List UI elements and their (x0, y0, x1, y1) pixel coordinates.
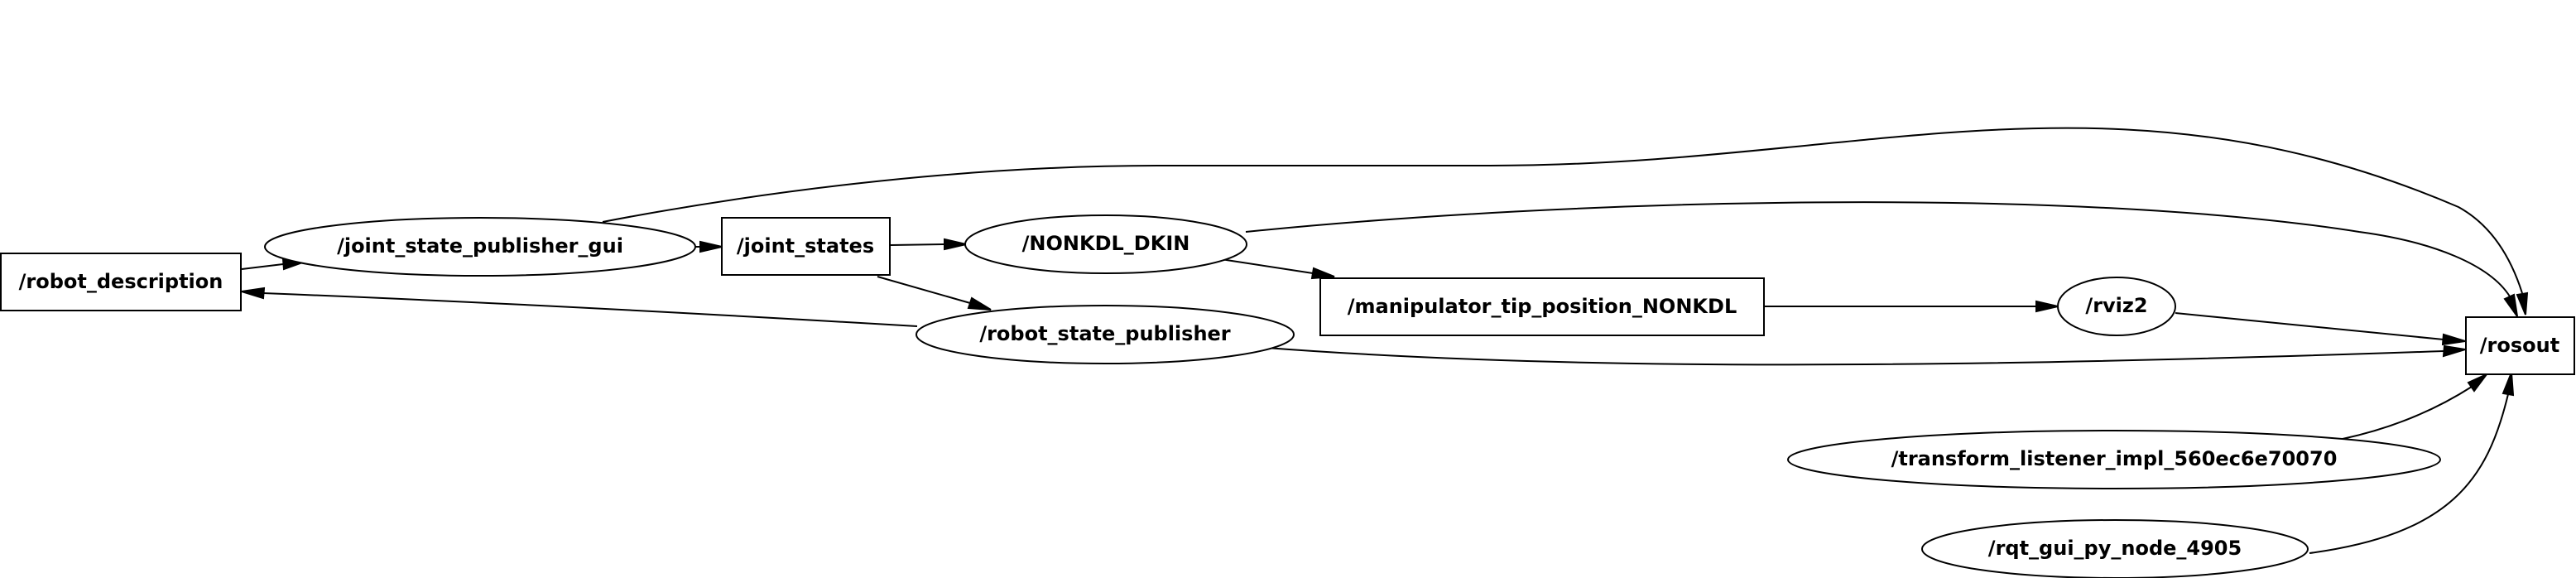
node-rviz2[interactable]: /rviz2 (2057, 277, 2176, 336)
node-joint_states[interactable]: /joint_states (721, 217, 891, 276)
edge-NONKDL_DKIN-to-rosout[interactable] (1245, 201, 2518, 317)
node-manipulator_tip_position_NONKDL[interactable]: /manipulator_tip_position_NONKDL (1319, 277, 1765, 336)
edge-NONKDL_DKIN-to-manipulator_tip_position_NONKDL[interactable] (1220, 258, 1335, 280)
node-robot_state_publisher[interactable]: /robot_state_publisher (916, 305, 1295, 364)
edge-robot_state_publisher-to-robot_description[interactable] (241, 287, 918, 327)
edge-joint_state_publisher_gui-to-rosout[interactable] (602, 127, 2529, 315)
edge-robot_state_publisher-to-rosout[interactable] (1266, 344, 2466, 366)
graph-edges (241, 127, 2529, 554)
edge-rqt_gui_py_node-to-rosout[interactable] (2309, 372, 2515, 554)
node-manipulator_tip_position_NONKDL-label: /manipulator_tip_position_NONKDL (1348, 295, 1737, 318)
node-NONKDL_DKIN[interactable]: /NONKDL_DKIN (964, 214, 1247, 274)
node-joint_state_publisher_gui-label: /joint_state_publisher_gui (337, 234, 623, 258)
node-rqt_gui_py_node[interactable]: /rqt_gui_py_node_4905 (1921, 519, 2309, 578)
node-robot_state_publisher-label: /robot_state_publisher (979, 322, 1230, 345)
edge-manipulator_tip_position_NONKDL-to-rviz2[interactable] (1764, 300, 2059, 313)
graph-nodes: /robot_description /joint_state_publishe… (0, 214, 2575, 578)
edge-joint_states-to-NONKDL_DKIN[interactable] (890, 238, 967, 251)
node-joint_state_publisher_gui[interactable]: /joint_state_publisher_gui (264, 217, 696, 277)
node-joint_states-label: /joint_states (737, 234, 874, 258)
node-rqt_gui_py_node-label: /rqt_gui_py_node_4905 (1988, 537, 2242, 560)
edge-joint_state_publisher_gui-to-joint_states[interactable] (695, 240, 723, 253)
edge-joint_states-to-robot_state_publisher[interactable] (877, 276, 992, 311)
node-robot_description-label: /robot_description (19, 270, 223, 293)
node-rviz2-label: /rviz2 (2085, 294, 2147, 317)
node-rosout-label: /rosout (2480, 334, 2559, 357)
node-robot_description[interactable]: /robot_description (0, 253, 242, 311)
edge-transform_listener_impl-to-rosout[interactable] (2342, 373, 2487, 440)
node-transform_listener_impl[interactable]: /transform_listener_impl_560ec6e70070 (1787, 430, 2441, 489)
node-NONKDL_DKIN-label: /NONKDL_DKIN (1022, 232, 1190, 255)
edge-rviz2-to-rosout[interactable] (2175, 312, 2466, 346)
node-rosout[interactable]: /rosout (2465, 316, 2575, 375)
node-transform_listener_impl-label: /transform_listener_impl_560ec6e70070 (1891, 447, 2338, 470)
